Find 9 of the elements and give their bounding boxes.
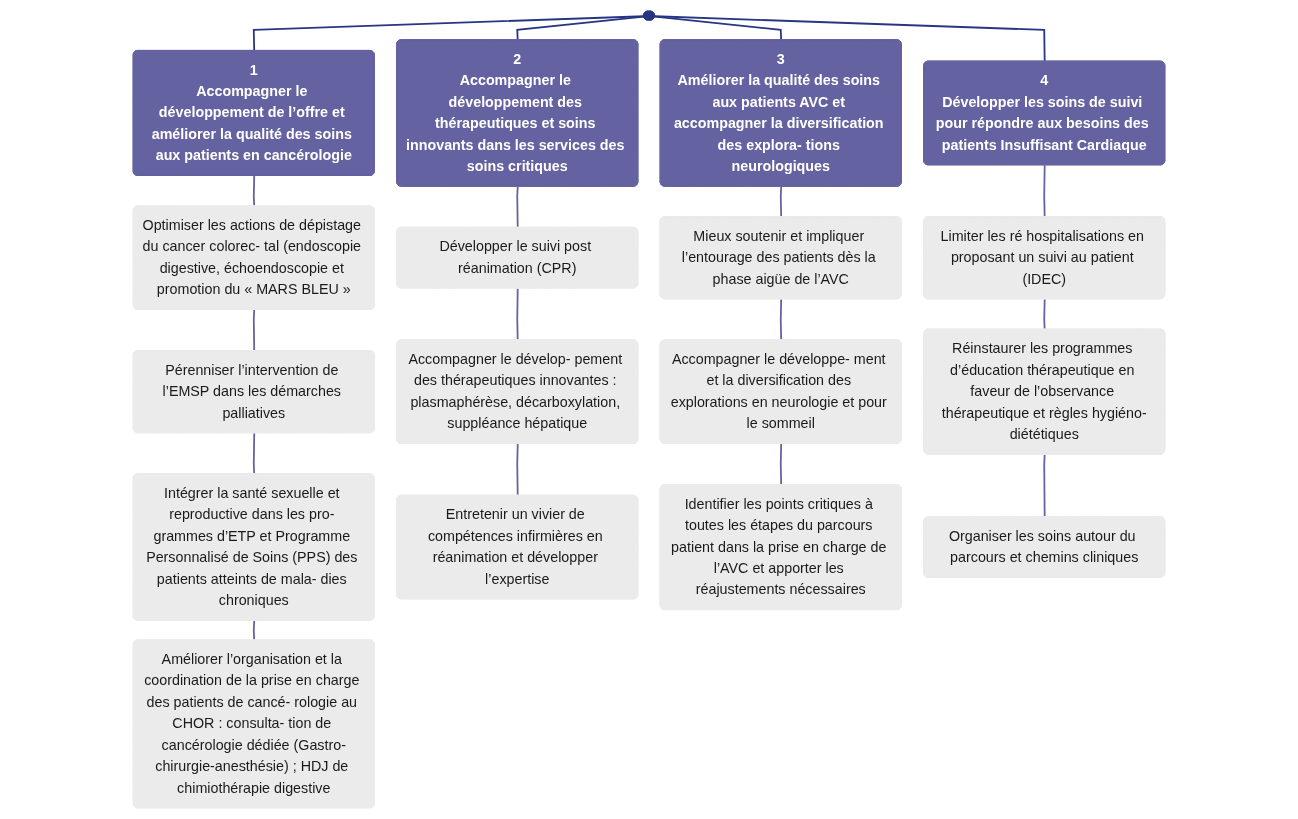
connector	[516, 443, 519, 497]
connector	[252, 309, 256, 352]
connector	[1043, 298, 1046, 331]
connector	[516, 185, 519, 229]
connector	[654, 15, 1046, 63]
connector	[779, 443, 783, 486]
connector	[252, 15, 645, 52]
connector	[1043, 164, 1046, 218]
connector	[779, 185, 783, 218]
